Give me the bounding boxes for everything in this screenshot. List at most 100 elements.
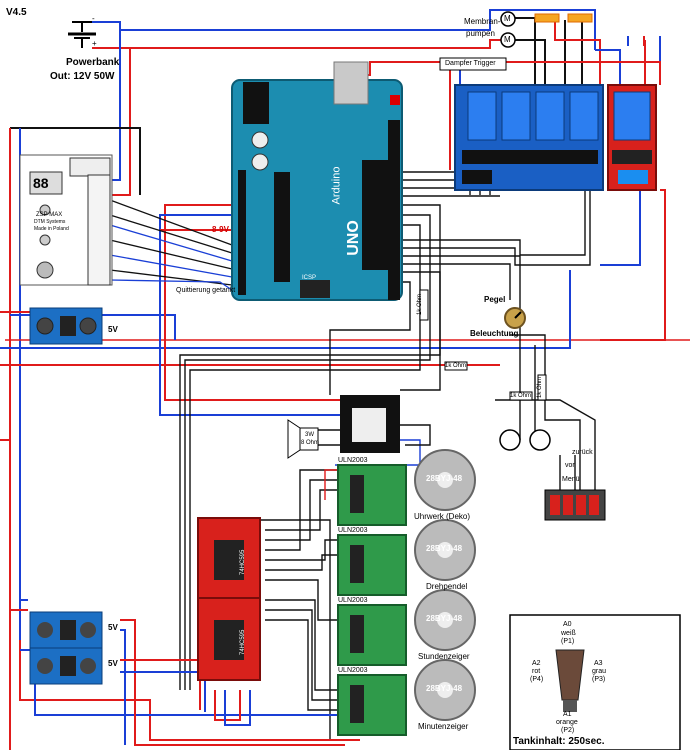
wire-black [265,489,340,531]
wire-red [324,469,340,500]
buck-converter [29,647,103,685]
shift-register-label: 74HC595 [240,629,246,655]
wire-black [265,609,340,701]
quittierung-label: Quittierung getankt [176,287,236,294]
wire-blue [109,254,233,278]
wire-black [109,269,233,286]
pegel-label: Pegel [484,295,506,304]
relay-module-1ch [607,84,657,191]
buck-voltage: 5V [108,325,118,334]
wire-blue [159,214,340,416]
wire-black [260,519,331,740]
wire-blue [109,224,233,262]
wire-black [109,239,233,270]
wire-red [214,690,241,721]
dtm-counter-module [19,154,113,286]
button-label-vor: vor [565,462,575,469]
uln-label: ULN2003 [338,597,368,604]
remote-a2-color: rot [532,668,541,675]
wire-black [265,469,340,551]
wire-black [10,127,141,195]
dtm-brand-3: Made in Poland [34,226,69,232]
relay-module-4ch [454,84,604,191]
dtm-brand-1: ZSP MAX [36,212,63,218]
wire-black [265,619,340,711]
wire-black [515,17,536,85]
pump-motor [500,11,516,48]
stepper-caption: Uhrwerk (Deko) [414,512,471,521]
arduino-uno-board [231,61,403,301]
wire-black [515,39,546,85]
wire-blue [109,279,233,291]
wire-blue [0,270,571,349]
buck-converter [29,611,103,649]
wire-black [265,579,340,621]
wire-black [184,214,431,690]
battery-minus: - [92,14,95,23]
button-label-zurueck: zurück [572,449,593,456]
remote-a2: A2 [532,660,541,667]
transistor [499,429,551,451]
wire-black [392,263,511,300]
remote-a3: A3 [594,660,603,667]
wire-blue [120,671,206,712]
led-strip [534,13,560,23]
stepper-model: 28BYJ-48 [426,684,463,693]
wire-red [164,204,340,401]
buck-voltage: 5V [108,659,118,668]
wire-black [265,554,340,571]
resistor-label: 1k Ohm [417,293,423,315]
motor-symbol: M [504,14,511,23]
remote-box [509,614,681,750]
stepper-model: 28BYJ-48 [426,614,463,623]
wire-black [265,599,340,691]
speaker-label-1: 3W [305,432,314,438]
wire-blue [224,690,251,726]
buck-voltage: 5V [108,623,118,632]
wire-black [392,271,441,391]
stepper-model: 28BYJ-48 [426,544,463,553]
pump-label-2: pumpen [466,29,495,38]
pump-label-1: Membran- [464,17,501,26]
wire-black [189,224,421,690]
shift-register-board [197,517,261,681]
wires [0,9,690,750]
remote-a0-color: weiß [561,630,576,637]
wire-red [130,39,505,49]
uln2003-board [337,464,407,736]
arduino-icsp: ICSP [302,275,317,281]
remote-a0: A0 [563,621,572,628]
version-label: V4.5 [6,7,27,18]
arduino-model: UNO [344,220,362,256]
dfplayer-module [340,395,400,453]
stepper-caption: Minutenzeiger [418,722,469,731]
wire-red [554,20,601,85]
button-label-menu: Menü [562,476,580,483]
resistor-label: 1k Ohm [537,376,543,398]
powerbank-output: Out: 12V 50W [50,71,115,82]
buck-converter [29,307,103,345]
resistor-label: 1k Ohm [445,363,467,369]
wire-red [120,619,345,746]
arduino-brand: Arduino [330,166,343,205]
wire-blue [120,629,126,745]
damper-trigger-box [439,57,507,71]
wire-black [392,185,591,266]
stepper-caption: Drehpendel [426,582,468,591]
beleuchtung-label: Beleuchtung [470,329,519,338]
potentiometer [504,307,526,329]
dtm-brand-2: DTM Systems [34,219,66,225]
dtm-display: 88 [33,175,49,191]
led-strip [567,13,593,23]
stepper-caption: Stundenzeiger [418,652,470,661]
wire-black [392,255,521,440]
remote-a0-pin: (P1) [561,638,575,645]
uln-label: ULN2003 [338,527,368,534]
tank-label: Tankinhalt: 250sec. [513,736,605,747]
wire-black [265,539,340,561]
wire-black [329,281,411,395]
remote-a3-pin: (P3) [592,676,606,683]
wire-black [109,199,233,246]
uln-label: ULN2003 [338,667,368,674]
